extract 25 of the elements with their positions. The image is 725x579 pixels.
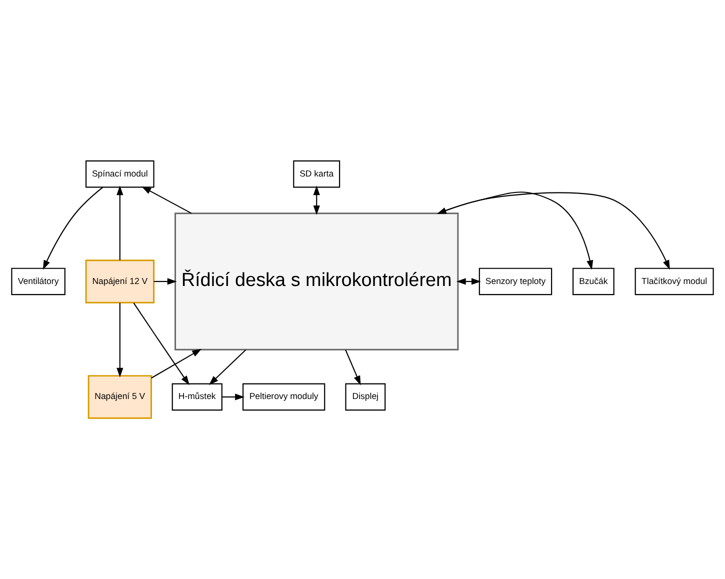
node-box: Spínací modul	[85, 160, 154, 188]
node-box: Ventilátory	[11, 268, 66, 296]
arrow	[208, 349, 246, 385]
node-box: Napájení 12 V	[85, 260, 154, 304]
arrow	[116, 302, 124, 378]
node-box: Displej	[345, 383, 386, 411]
node-box: Řídicí deska s mikrokontrolérem	[174, 212, 459, 350]
node-box: SD karta	[293, 160, 340, 188]
arrow	[456, 278, 481, 285]
node-box: Senzory teploty	[478, 268, 552, 296]
node-box: Tlačítkový modul	[634, 268, 714, 296]
arrow	[116, 186, 124, 260]
arrow	[438, 192, 594, 270]
node-box: Peltierovy moduly	[242, 383, 326, 411]
arrow	[313, 186, 320, 215]
arrow	[222, 394, 245, 400]
arrow	[42, 186, 104, 270]
arrow	[151, 348, 202, 378]
arrow	[142, 186, 192, 214]
node-box: Bzučák	[572, 268, 614, 296]
node-box: Napájení 5 V	[88, 375, 152, 419]
node-box: H-můstek	[172, 383, 222, 411]
arrow	[345, 350, 361, 386]
arrow	[154, 278, 177, 285]
arrow	[133, 302, 190, 386]
